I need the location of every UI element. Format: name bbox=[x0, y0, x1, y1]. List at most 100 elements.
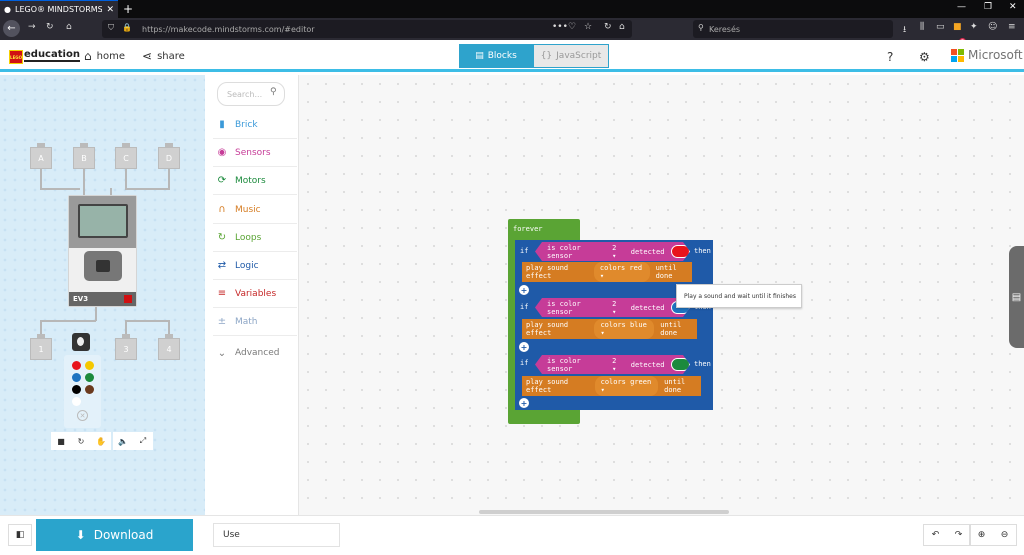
minimize-icon[interactable]: — bbox=[957, 2, 966, 12]
category-logic[interactable]: ⇄ Logic bbox=[213, 252, 297, 280]
sound-dropdown[interactable]: colors blue ▾ bbox=[594, 319, 655, 339]
color-dot-brown[interactable] bbox=[85, 385, 94, 394]
sound-dropdown[interactable]: colors green ▾ bbox=[594, 376, 659, 396]
category-label: Motors bbox=[235, 175, 266, 186]
play-label: play sound effect bbox=[526, 264, 569, 280]
menu-icon[interactable]: ≡ bbox=[1008, 22, 1016, 32]
category-variables[interactable]: ≡ Variables bbox=[213, 280, 297, 308]
library-icon[interactable]: ⫼ bbox=[920, 22, 925, 32]
stop-icon[interactable]: ■ bbox=[57, 436, 65, 446]
color-dot-black[interactable] bbox=[72, 385, 81, 394]
add-else-icon[interactable]: + bbox=[519, 285, 529, 295]
url-bar[interactable]: ⛉ 🔒 https://makecode.mindstorms.com/#edi… bbox=[102, 20, 632, 38]
headphones-icon: ∩ bbox=[218, 204, 226, 215]
color-swatch[interactable] bbox=[671, 245, 690, 258]
ev3-brick: EV3 bbox=[68, 195, 137, 307]
port-dropdown[interactable]: 2 ▾ bbox=[612, 299, 617, 316]
sound-icon[interactable]: 🔈 bbox=[118, 436, 128, 446]
sidebar-icon[interactable]: ▭ bbox=[936, 22, 945, 32]
pocket-icon[interactable]: ♡ bbox=[568, 22, 577, 32]
collapse-simulator-icon[interactable]: ◧ bbox=[8, 524, 32, 546]
home-page-icon[interactable]: ⌂ bbox=[619, 22, 625, 32]
play-sound-block[interactable]: play sound effect colors green ▾ until d… bbox=[522, 376, 701, 396]
chevron-down-icon: ⌄ bbox=[217, 347, 227, 359]
category-label: Advanced bbox=[235, 348, 280, 358]
fullscreen-icon[interactable]: ⤢ bbox=[139, 436, 147, 445]
reload-page-icon[interactable]: ↻ bbox=[604, 22, 612, 32]
account-icon[interactable]: ☺ bbox=[988, 22, 998, 32]
redo-icon[interactable]: ↷ bbox=[954, 530, 963, 540]
download-label: Download bbox=[93, 528, 154, 542]
gear-icon[interactable]: ⚙ bbox=[919, 50, 930, 64]
play-sound-block[interactable]: play sound effect colors red ▾ until don… bbox=[522, 262, 692, 282]
blocks-tab[interactable]: ▤ Blocks bbox=[459, 44, 533, 68]
loop-icon: ↻ bbox=[217, 232, 227, 243]
play-sound-block[interactable]: play sound effect colors blue ▾ until do… bbox=[522, 319, 697, 339]
color-dot-blue[interactable] bbox=[72, 373, 81, 382]
toolbox-search-input[interactable]: Search... bbox=[217, 82, 285, 106]
back-arrow-icon[interactable]: ← bbox=[3, 20, 20, 37]
home-icon[interactable]: ⌂ bbox=[66, 22, 72, 32]
color-swatch[interactable] bbox=[671, 358, 690, 371]
help-icon[interactable]: ? bbox=[887, 50, 894, 64]
home-button[interactable]: ⌂ home bbox=[84, 49, 125, 63]
category-loops[interactable]: ↻ Loops bbox=[213, 224, 297, 252]
restart-icon[interactable]: ↻ bbox=[77, 436, 85, 446]
share-button[interactable]: ⋖ share bbox=[142, 49, 185, 63]
browser-tab-bar: ● LEGO® MINDSTORMS® Education ✕ + — ❐ ✕ bbox=[0, 0, 1024, 18]
close-tab-icon[interactable]: ✕ bbox=[106, 4, 114, 15]
close-window-icon[interactable]: ✕ bbox=[1009, 2, 1017, 12]
category-math[interactable]: ± Math bbox=[213, 308, 297, 336]
category-motors[interactable]: ⟳ Motors bbox=[213, 167, 297, 195]
more-icon[interactable]: ••• bbox=[552, 22, 568, 32]
horizontal-scrollbar[interactable] bbox=[479, 510, 729, 514]
sound-value: colors green bbox=[600, 378, 652, 386]
port-dropdown[interactable]: 2 ▾ bbox=[612, 356, 617, 373]
browser-search-input[interactable]: ⚲ Keresés bbox=[693, 20, 893, 38]
add-else-icon[interactable]: + bbox=[519, 398, 529, 408]
color-dot-green[interactable] bbox=[85, 373, 94, 382]
reload-icon[interactable]: ↻ bbox=[46, 22, 54, 32]
color-dot-yellow[interactable] bbox=[85, 361, 94, 370]
category-sensors[interactable]: ◉ Sensors bbox=[213, 139, 297, 167]
zoom-in-icon[interactable]: ⊕ bbox=[977, 530, 986, 540]
tutorial-book-icon[interactable]: ▤ bbox=[1009, 246, 1024, 348]
until-done-label: until done bbox=[664, 378, 686, 394]
browser-tab[interactable]: ● LEGO® MINDSTORMS® Education ✕ bbox=[0, 0, 118, 18]
add-else-icon[interactable]: + bbox=[519, 342, 529, 352]
color-detected-condition[interactable]: is color sensor 2 ▾ detected bbox=[535, 355, 690, 374]
logic-icon: ⇄ bbox=[217, 260, 227, 271]
port-4: 4 bbox=[158, 334, 180, 360]
star-icon[interactable]: ☆ bbox=[584, 22, 593, 32]
detected-label: detected bbox=[630, 303, 665, 312]
color-dot-white[interactable] bbox=[72, 397, 81, 406]
project-name-input[interactable]: Use bbox=[213, 523, 340, 547]
new-tab-button[interactable]: + bbox=[123, 2, 134, 16]
brick-enter-button[interactable] bbox=[96, 260, 110, 272]
then-label: then bbox=[694, 360, 711, 368]
blocks-workspace[interactable] bbox=[299, 75, 1024, 515]
zoom-out-icon[interactable]: ⊖ bbox=[1000, 530, 1009, 540]
download-arrow-icon[interactable]: ⭳ bbox=[903, 25, 907, 35]
color-dot-red[interactable] bbox=[72, 361, 81, 370]
category-music[interactable]: ∩ Music bbox=[213, 196, 297, 224]
then-label: then bbox=[694, 247, 711, 255]
close-sensor-icon[interactable]: ✕ bbox=[77, 410, 88, 421]
javascript-tab[interactable]: {} JavaScript bbox=[533, 44, 609, 68]
category-brick[interactable]: ▮ Brick bbox=[213, 111, 297, 139]
extension-icon[interactable]: ■ bbox=[953, 22, 962, 32]
undo-icon[interactable]: ↶ bbox=[931, 530, 940, 540]
color-detected-condition[interactable]: is color sensor 2 ▾ detected bbox=[535, 298, 690, 317]
download-button[interactable]: ⬇ Download bbox=[36, 519, 193, 551]
slow-motion-icon[interactable]: ✋ bbox=[96, 436, 106, 446]
category-label: Brick bbox=[235, 119, 258, 130]
color-sensor[interactable] bbox=[72, 333, 90, 351]
port-1: 1 bbox=[30, 334, 52, 360]
category-advanced[interactable]: ⌄ Advanced bbox=[213, 339, 297, 367]
restore-icon[interactable]: ❐ bbox=[984, 2, 993, 12]
forward-arrow-icon[interactable]: → bbox=[28, 22, 36, 32]
port-dropdown[interactable]: 2 ▾ bbox=[612, 243, 617, 260]
addon-icon[interactable]: ✦ bbox=[970, 22, 978, 32]
color-detected-condition[interactable]: is color sensor 2 ▾ detected bbox=[535, 242, 690, 261]
sound-dropdown[interactable]: colors red ▾ bbox=[593, 262, 650, 282]
